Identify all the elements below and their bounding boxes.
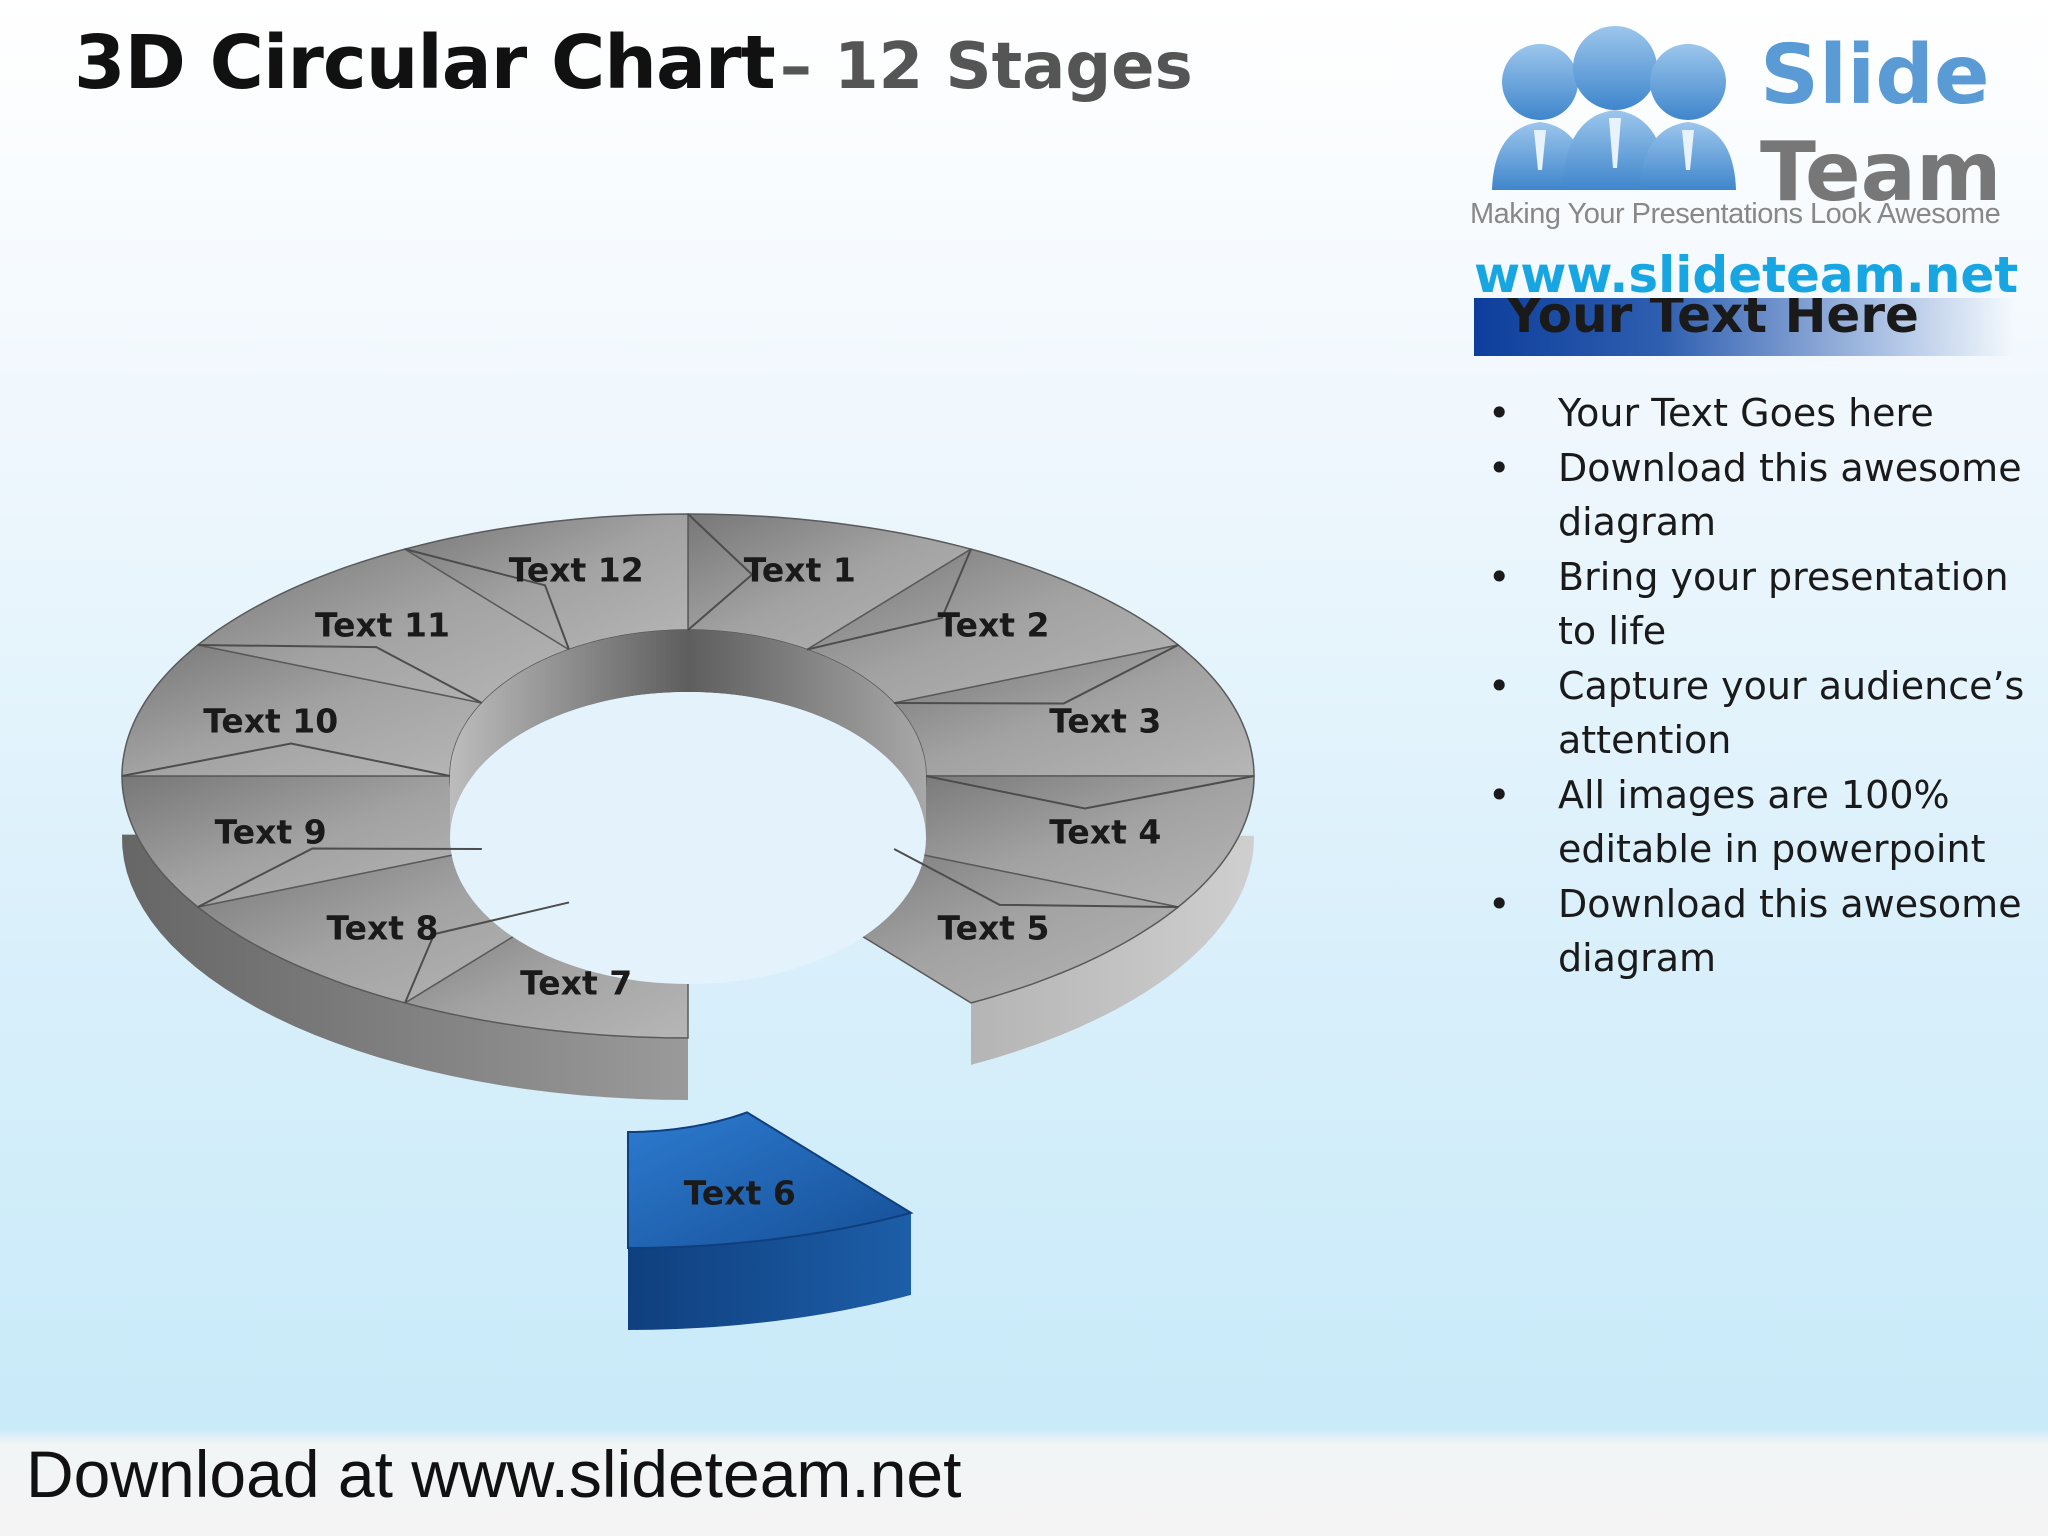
bullet-item: •All images are 100% editable in powerpo…	[1488, 772, 1986, 872]
segment-label: Text 9	[215, 812, 327, 851]
logo-brand-slide: Slide	[1760, 28, 1990, 123]
segment-dividers	[121, 513, 1255, 1004]
title-main: 3D Circular Chart	[74, 20, 776, 106]
segment-divider	[925, 775, 1255, 810]
bullet-item: •Your Text Goes here	[1488, 391, 1934, 435]
logo-tagline: Making Your Presentations Look Awesome	[1470, 198, 2001, 230]
side-panel-header: Your Text Here	[1474, 298, 2014, 356]
segment-divider	[197, 644, 483, 704]
segment-divider	[806, 548, 972, 651]
slide-title: 3D Circular Chart – 12 Stages	[74, 20, 1193, 106]
segment-label: Text 5	[937, 908, 1049, 947]
segment-divider	[687, 513, 754, 631]
segment-label: Text 2	[937, 606, 1049, 645]
segment-highlight-wall	[628, 1212, 911, 1330]
ring	[121, 513, 1255, 1330]
bullet-item: •Download this awesome diagram	[1488, 881, 2022, 981]
bullet-item: •Bring your presentation to life	[1488, 554, 2009, 654]
ring-inner-wall	[450, 630, 926, 838]
logo-url[interactable]: www.slideteam.net	[1474, 246, 2019, 304]
segment-label: Text 11	[315, 606, 450, 645]
footer-download-text: Download at www.slideteam.net	[26, 1437, 962, 1511]
segment-label: Text 10	[203, 702, 338, 741]
segment-divider	[404, 548, 570, 650]
segment-label: Text 7	[520, 964, 632, 1003]
logo-brand-team: Team	[1760, 125, 2002, 220]
side-panel-header-text: Your Text Here	[1506, 298, 1919, 344]
segment-labels: Text 1 Text 2 Text 3 Text 4 Text 5 Text 6 Text…	[203, 550, 1161, 1212]
segment-label: Text 3	[1049, 702, 1161, 741]
segment-divider	[894, 644, 1179, 705]
bullet-item: •Capture your audience’s attention	[1488, 663, 2025, 763]
ring-hole	[450, 692, 926, 984]
segment-divider	[197, 847, 482, 908]
segment-label: Text 12	[509, 550, 644, 589]
segment-highlight[interactable]	[627, 1111, 914, 1250]
segment-label: Text 6	[684, 1174, 796, 1213]
ring-outer-wall	[122, 772, 1254, 1100]
segment-divider	[404, 901, 570, 1004]
bullet-item: •Download this awesome diagram	[1488, 445, 2022, 545]
title-sub: – 12 Stages	[779, 30, 1193, 104]
segment-divider	[893, 848, 1179, 908]
segment-divider	[121, 742, 451, 777]
segment-label: Text 1	[744, 550, 856, 589]
segment-label: Text 4	[1049, 812, 1161, 851]
people-group-icon	[1492, 26, 1736, 190]
bullet-list: •Your Text Goes here •Download this awes…	[1488, 386, 2028, 986]
segment-label: Text 8	[326, 908, 438, 947]
